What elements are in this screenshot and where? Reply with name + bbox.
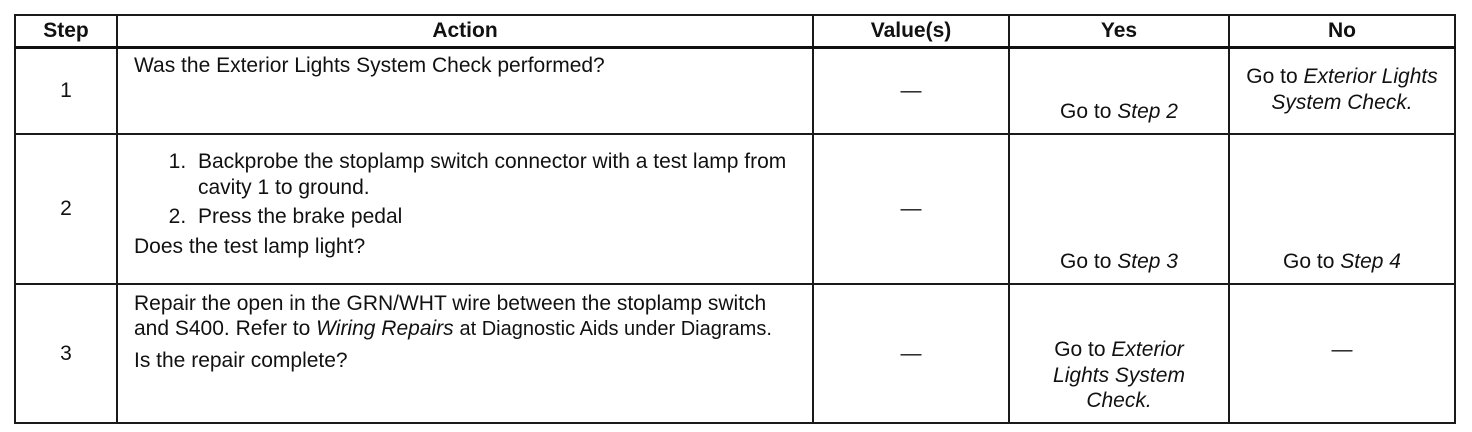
action-text: Repair the open in the GRN/WHT wire betw… <box>134 291 767 341</box>
yes-prefix: Go to <box>1060 250 1112 274</box>
table-row: 1 Was the Exterior Lights System Check p… <box>14 46 1456 135</box>
yes-link[interactable]: Step 2 <box>1117 100 1178 124</box>
value-cell: — <box>812 46 1010 135</box>
step-number: 3 <box>14 282 118 425</box>
action-text: Was the Exterior Lights System Check per… <box>134 54 605 77</box>
yes-cell: Go to Step 2 <box>1008 46 1230 135</box>
yes-prefix: Go to <box>1054 338 1106 362</box>
no-cell: — <box>1228 282 1456 425</box>
action-cell: Backprobe the stoplamp switch connector … <box>116 132 814 285</box>
yes-prefix: Go to <box>1060 100 1112 124</box>
action-question: Is the repair complete? <box>134 348 348 372</box>
list-item: Press the brake pedal <box>192 204 798 230</box>
no-cell: Go to Exterior Lights System Check. <box>1228 46 1456 135</box>
header-values: Value(s) <box>812 14 1010 49</box>
yes-link[interactable]: Step 3 <box>1117 250 1178 274</box>
action-cell: Was the Exterior Lights System Check per… <box>116 46 814 135</box>
no-link[interactable]: Step 4 <box>1340 250 1401 274</box>
header-step: Step <box>14 14 118 49</box>
yes-cell: Go to Step 3 <box>1008 132 1230 285</box>
action-link[interactable]: Wiring Repairs <box>316 317 454 341</box>
yes-link[interactable]: Exterior Lights System Check. <box>1053 338 1185 413</box>
diagnostic-table: Step Action Value(s) Yes No 1 Was the Ex… <box>14 14 1456 425</box>
action-cell: Repair the open in the GRN/WHT wire betw… <box>116 282 814 425</box>
step-number: 2 <box>14 132 118 285</box>
action-question: Does the test lamp light? <box>134 234 366 258</box>
no-prefix: Go to <box>1283 250 1335 274</box>
no-link[interactable]: Exterior Lights System Check. <box>1271 65 1438 114</box>
header-action: Action <box>116 14 814 49</box>
value-cell: — <box>812 132 1010 285</box>
action-steps-list: Backprobe the stoplamp switch connector … <box>134 149 798 230</box>
table-row: 2 Backprobe the stoplamp switch connecto… <box>14 132 1456 285</box>
no-prefix: Go to <box>1246 65 1298 89</box>
list-item: Backprobe the stoplamp switch connector … <box>192 149 798 200</box>
table-row: 3 Repair the open in the GRN/WHT wire be… <box>14 282 1456 425</box>
no-cell: Go to Step 4 <box>1228 132 1456 285</box>
action-text-continued: at Diagnostic Aids under Diagrams. <box>459 318 772 341</box>
yes-cell: Go to Exterior Lights System Check. <box>1008 282 1230 425</box>
header-yes: Yes <box>1008 14 1230 49</box>
header-row: Step Action Value(s) Yes No <box>14 14 1456 49</box>
value-cell: — <box>812 282 1010 425</box>
header-no: No <box>1228 14 1456 49</box>
step-number: 1 <box>14 46 118 135</box>
